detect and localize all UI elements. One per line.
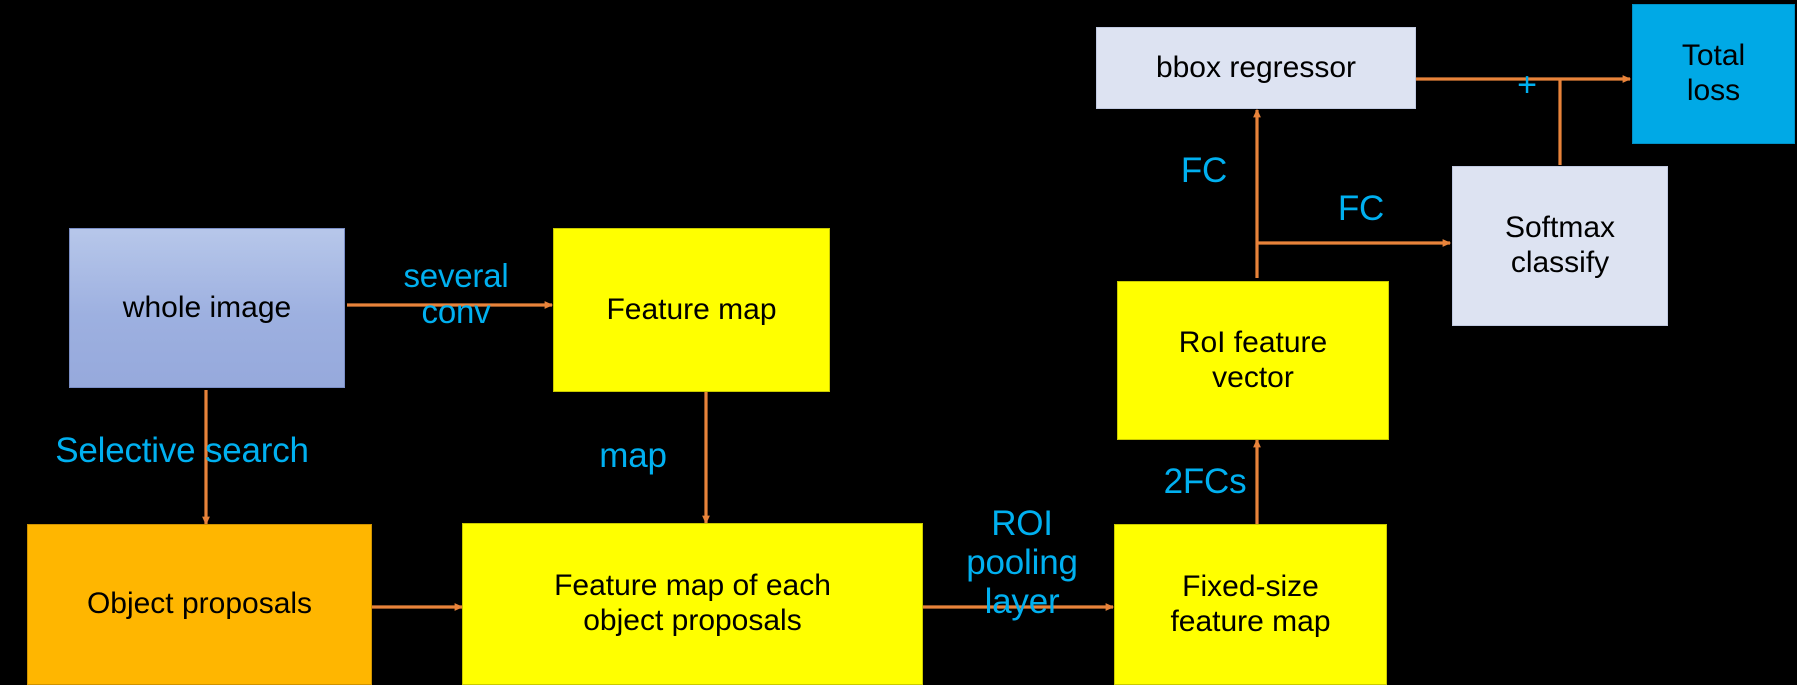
node-fixed-size-feature-map[interactable]: Fixed-size feature map: [1114, 524, 1387, 685]
edge-label-several-conv: several conv: [403, 257, 509, 331]
edge-label-roi-pooling-layer: ROI pooling layer: [966, 504, 1078, 622]
node-softmax-classify[interactable]: Softmax classify: [1452, 166, 1668, 326]
edge-label-fc-bbox: FC: [1180, 151, 1228, 190]
node-feature-map[interactable]: Feature map: [553, 228, 830, 392]
edge-label-fc-softmax: FC: [1337, 189, 1385, 228]
node-object-proposals[interactable]: Object proposals: [27, 524, 372, 685]
node-bbox-regressor[interactable]: bbox regressor: [1096, 27, 1416, 109]
node-roi-feature-vector[interactable]: RoI feature vector: [1117, 281, 1389, 440]
edge-label-selective-search: Selective search: [55, 431, 309, 470]
node-whole-image[interactable]: whole image: [69, 228, 345, 388]
edge-label-map: map: [599, 436, 667, 475]
edge-label-2fcs: 2FCs: [1163, 462, 1247, 501]
node-total-loss[interactable]: Total loss: [1632, 4, 1795, 144]
node-feature-map-of-each-object-proposals[interactable]: Feature map of each object proposals: [462, 523, 923, 685]
edge-label-plus: +: [1517, 66, 1537, 104]
